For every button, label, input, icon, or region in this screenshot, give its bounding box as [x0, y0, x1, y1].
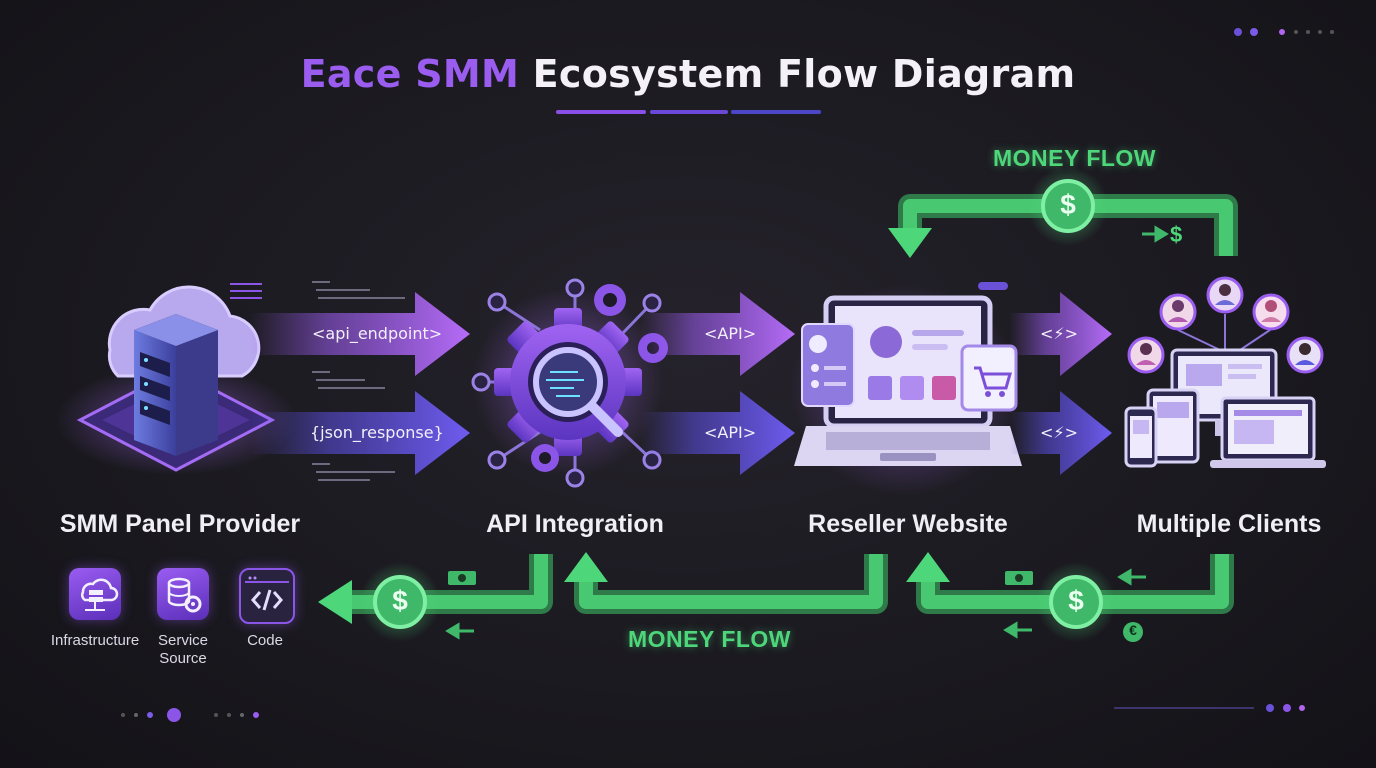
api-endpoint-label: <api_endpoint> — [312, 324, 443, 343]
bolt-bottom-label: <⚡> — [1040, 423, 1079, 442]
money-flow-top-label: MONEY FLOW — [993, 145, 1157, 171]
decor-dots-bottom — [121, 704, 1305, 722]
sub-label-code: Code — [247, 632, 283, 649]
money-dollar-provider: $ — [392, 585, 408, 616]
clients-devices-icon — [1124, 276, 1326, 468]
code-lines-decor — [230, 281, 405, 481]
node-label-provider: SMM Panel Provider — [59, 510, 301, 538]
decor-dots-top — [1234, 28, 1334, 36]
server-cloud-icon — [56, 285, 296, 475]
money-flow-bottom-label: MONEY FLOW — [628, 626, 792, 652]
api-top-arrow — [640, 292, 795, 376]
money-dollar-clients: $ — [1068, 585, 1084, 616]
cloud-server-icon — [69, 568, 121, 620]
api-top-label: <API> — [704, 324, 757, 343]
sub-label-infrastructure: Infrastructure — [50, 632, 140, 649]
gear-magnifier-icon — [471, 278, 668, 488]
api-endpoint-arrow — [250, 292, 470, 376]
sub-label-service-source: Service Source — [157, 632, 209, 667]
json-response-arrow — [250, 391, 470, 475]
api-bottom-arrow — [640, 391, 795, 475]
node-label-clients: Multiple Clients — [1136, 510, 1322, 538]
title-rest: Ecosystem Flow Diagram — [532, 52, 1076, 96]
money-dollar-top: $ — [1060, 189, 1076, 220]
money-dollar-small: $ — [1170, 222, 1183, 247]
json-response-label: {json_response} — [310, 423, 444, 442]
node-label-api: API Integration — [486, 510, 664, 538]
bolt-top-label: <⚡> — [1040, 324, 1079, 343]
client-avatars — [1127, 276, 1324, 374]
title-underline-1 — [556, 110, 646, 114]
bolt-top-arrow — [1010, 292, 1112, 376]
page-title: Eace SMM Ecosystem Flow Diagram — [0, 52, 1376, 96]
money-euro: € — [1129, 622, 1137, 638]
database-gear-icon — [157, 568, 209, 620]
node-label-reseller: Reseller Website — [808, 510, 1008, 538]
code-icon — [239, 568, 295, 624]
laptop-storefront-icon — [790, 282, 1022, 495]
api-bottom-label: <API> — [704, 423, 757, 442]
bolt-bottom-arrow — [1010, 391, 1112, 475]
money-flow-bottom-paths — [318, 225, 1234, 642]
title-underline-2 — [650, 110, 728, 114]
title-highlight: Eace SMM — [300, 52, 520, 96]
title-underline-3 — [731, 110, 821, 114]
money-flow-top-path — [888, 166, 1238, 258]
